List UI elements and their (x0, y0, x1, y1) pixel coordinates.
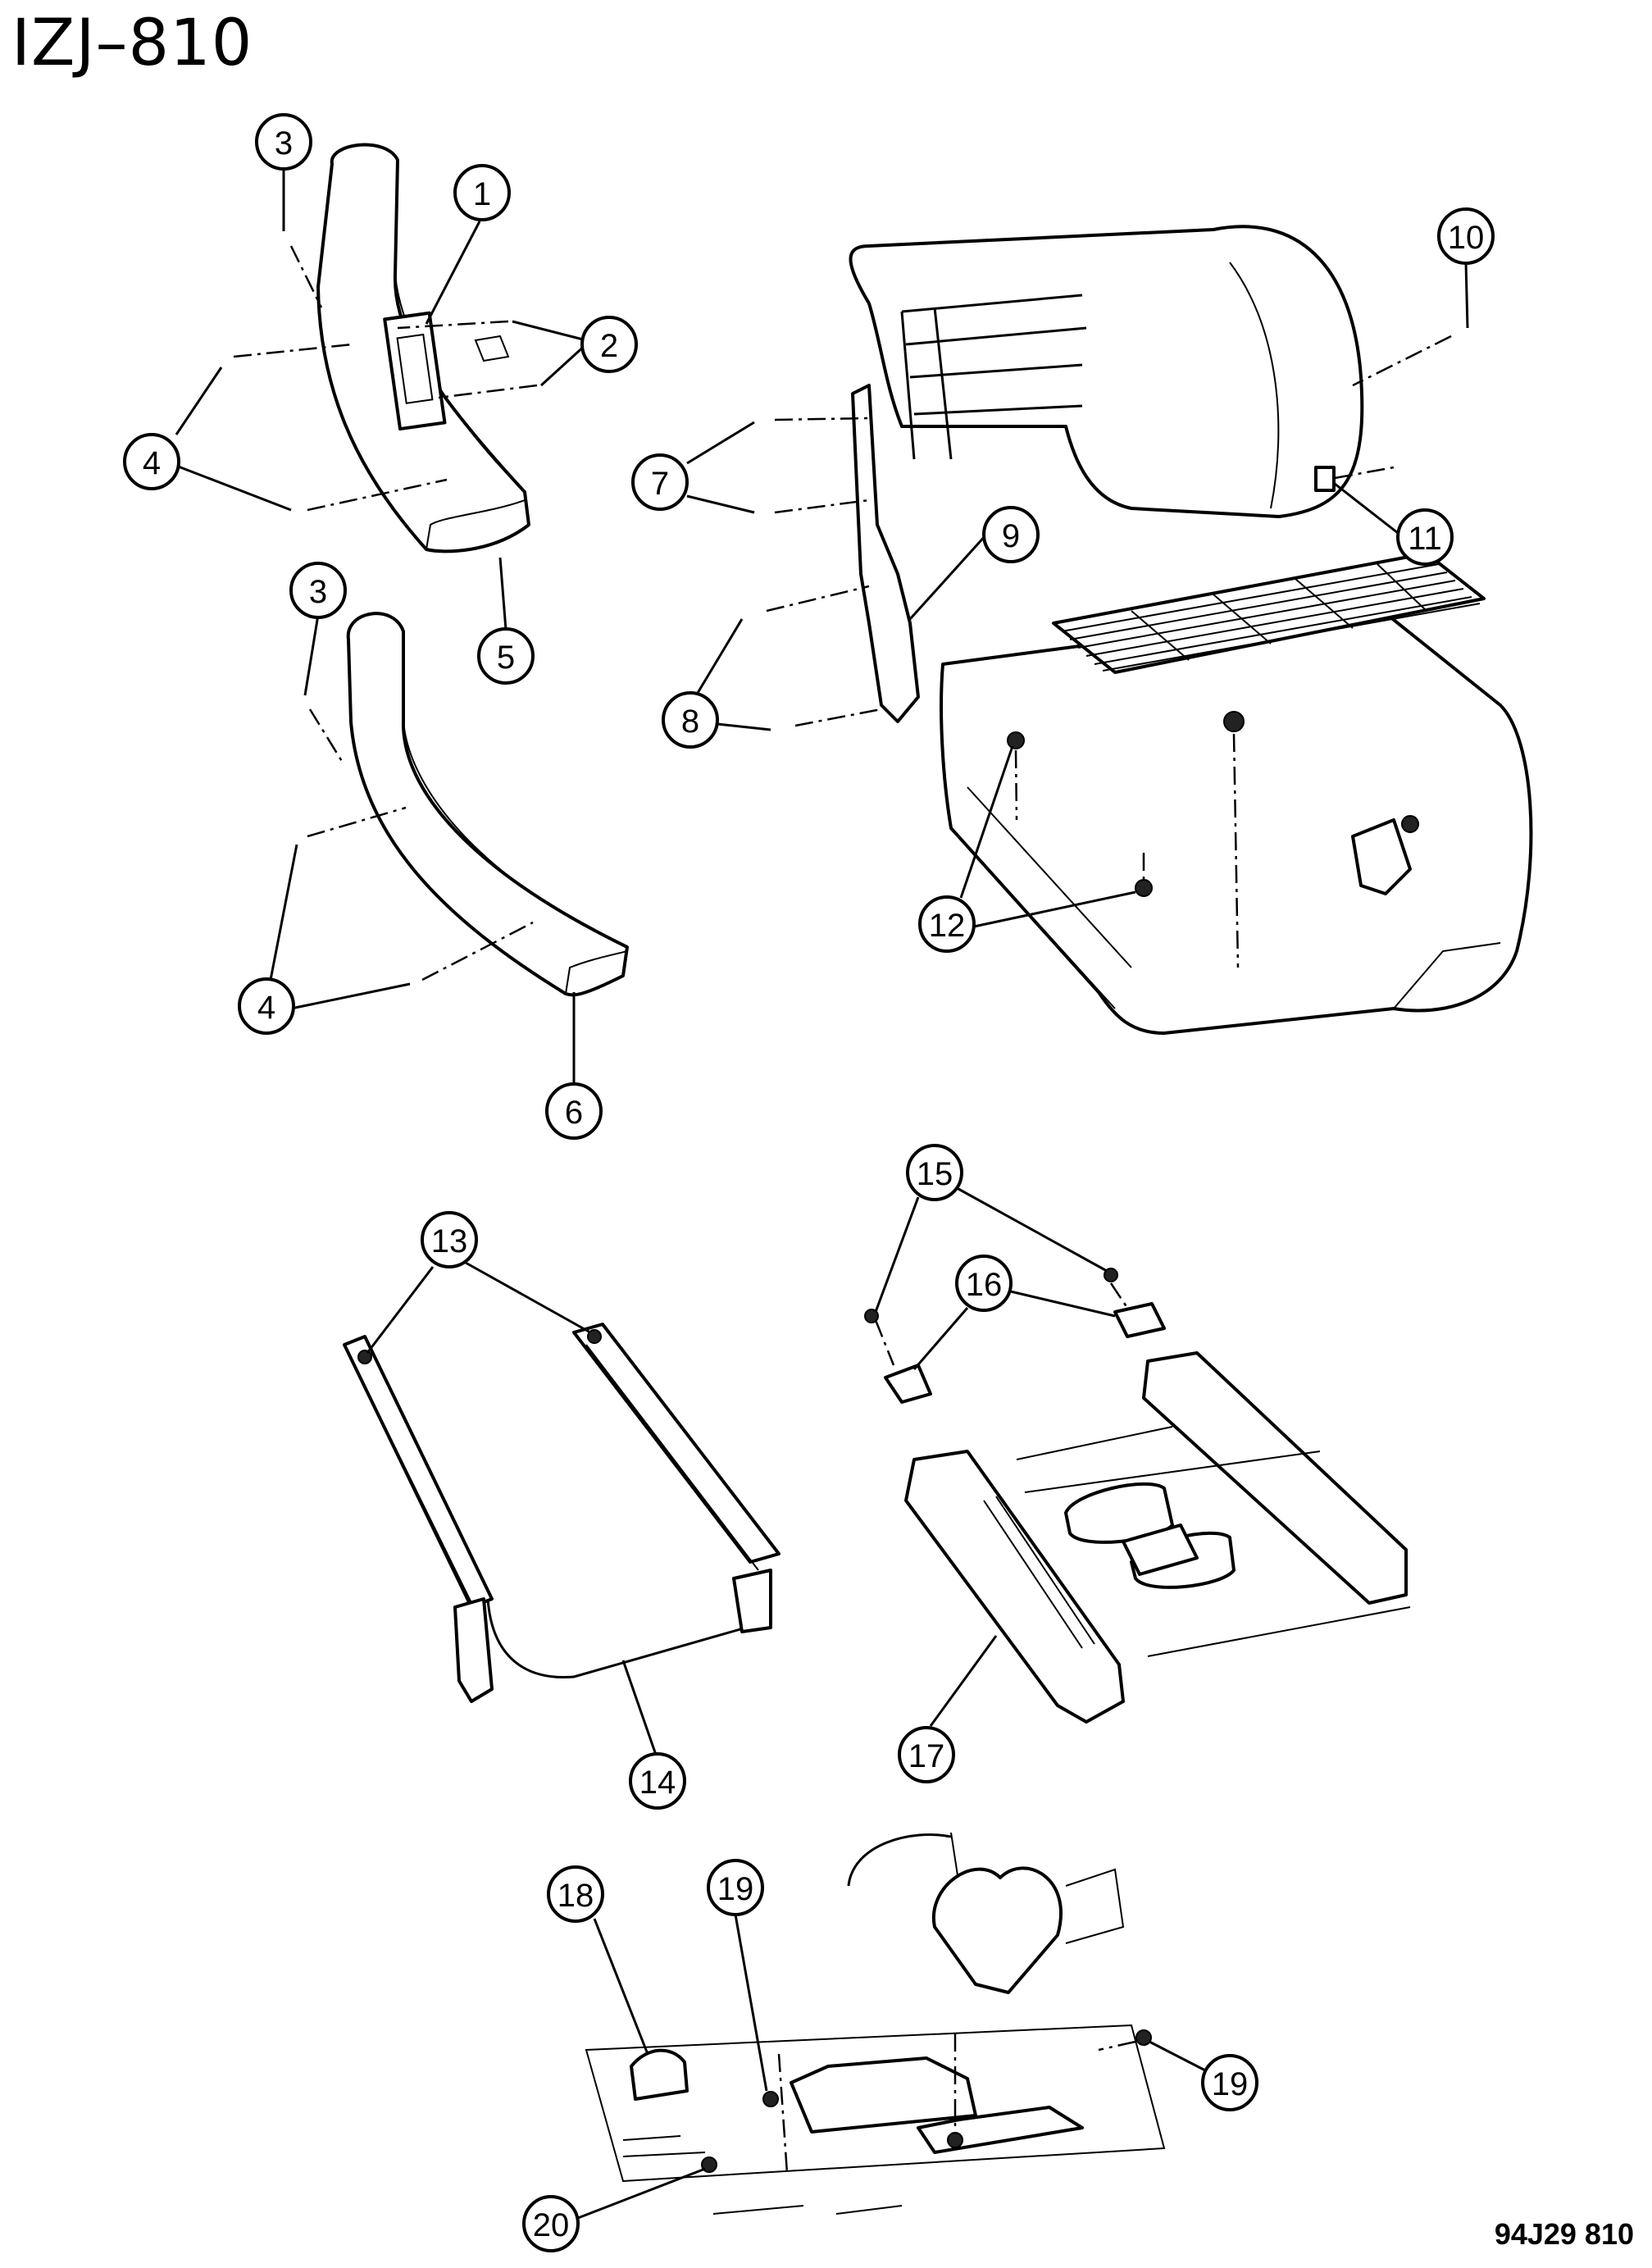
manual-seat-track (343, 1323, 780, 1703)
callout-14: 14 (629, 1752, 686, 1810)
svg-text:20: 20 (533, 2207, 570, 2243)
callout-16: 16 (955, 1255, 1013, 1312)
callout-12: 12 (918, 895, 976, 953)
svg-text:1: 1 (473, 176, 491, 212)
seat-on-floor (585, 1832, 1166, 2215)
leader-lines (175, 164, 1469, 2220)
callout-3-upper: 3 (255, 113, 312, 171)
callout-11: 11 (1396, 508, 1454, 566)
callout-2: 2 (580, 316, 638, 373)
svg-text:6: 6 (565, 1095, 583, 1131)
svg-text:17: 17 (908, 1738, 945, 1774)
callout-18: 18 (547, 1865, 604, 1923)
callout-20: 20 (522, 2195, 580, 2252)
svg-text:14: 14 (639, 1765, 676, 1801)
svg-text:12: 12 (929, 908, 966, 944)
callout-6: 6 (545, 1082, 603, 1140)
svg-text:19: 19 (1212, 2066, 1249, 2102)
svg-text:4: 4 (143, 445, 161, 481)
svg-text:9: 9 (1002, 518, 1020, 554)
svg-text:8: 8 (681, 704, 699, 740)
svg-text:3: 3 (309, 574, 327, 610)
diagram-title: IZJ–810 (11, 7, 253, 80)
callout-17: 17 (898, 1726, 955, 1783)
svg-text:10: 10 (1448, 220, 1485, 256)
callout-7: 7 (631, 453, 689, 511)
power-seat-track (864, 1268, 1411, 1724)
callout-8: 8 (662, 691, 719, 749)
svg-text:15: 15 (917, 1156, 953, 1192)
svg-text:4: 4 (257, 990, 275, 1026)
callout-13: 13 (421, 1211, 478, 1268)
svg-text:2: 2 (600, 328, 618, 364)
svg-text:18: 18 (557, 1878, 594, 1914)
svg-text:5: 5 (497, 640, 515, 676)
callout-19-left: 19 (707, 1859, 764, 1916)
callout-10: 10 (1437, 207, 1495, 265)
callout-5: 5 (477, 627, 535, 685)
svg-text:16: 16 (966, 1267, 1003, 1303)
callout-4-lower: 4 (238, 977, 295, 1035)
armrest-upper (316, 143, 530, 553)
armrest-lower (346, 612, 629, 997)
figure-code: 94J29 810 (1494, 2217, 1634, 2251)
svg-text:19: 19 (717, 1871, 754, 1907)
svg-text:11: 11 (1408, 521, 1442, 557)
callout-4-upper: 4 (123, 433, 180, 490)
svg-text:7: 7 (651, 466, 669, 502)
callout-19-right: 19 (1201, 2054, 1258, 2111)
callout-3-lower: 3 (289, 562, 347, 619)
callout-15: 15 (906, 1144, 963, 1201)
svg-text:3: 3 (275, 125, 293, 162)
callout-1: 1 (453, 164, 511, 221)
seat-assembly (849, 225, 1533, 1035)
svg-text:13: 13 (431, 1223, 468, 1259)
callout-9: 9 (982, 506, 1040, 563)
